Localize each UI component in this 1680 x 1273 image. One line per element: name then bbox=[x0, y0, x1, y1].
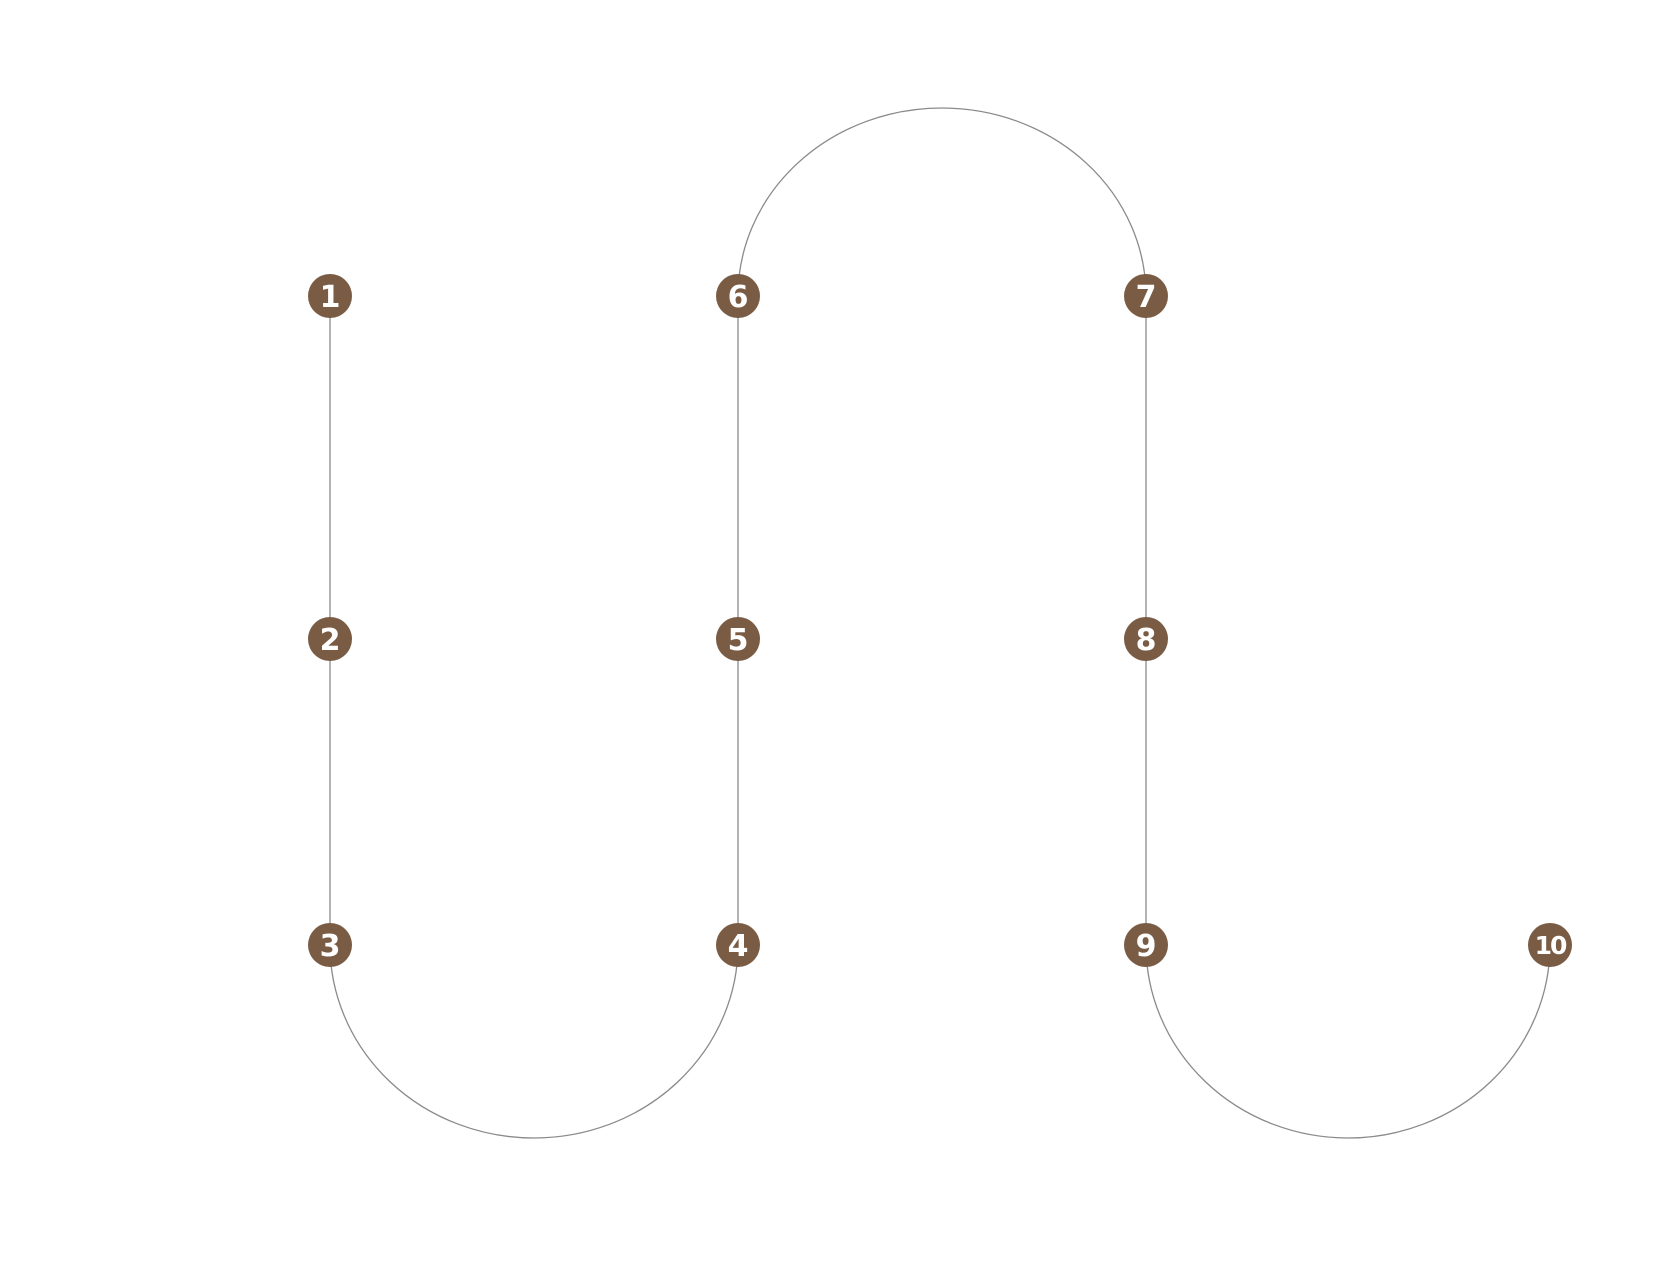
node-circle bbox=[1124, 274, 1168, 318]
node-label: 9 bbox=[1136, 929, 1157, 964]
node-label: 2 bbox=[320, 623, 341, 658]
node-label: 4 bbox=[728, 929, 749, 964]
node-label: 8 bbox=[1136, 623, 1157, 658]
node-label: 3 bbox=[320, 929, 341, 964]
node-3: 3 bbox=[308, 923, 352, 967]
node-label: 7 bbox=[1136, 280, 1157, 315]
node-label: 6 bbox=[728, 280, 749, 315]
node-5: 5 bbox=[716, 617, 760, 661]
node-circle bbox=[308, 617, 352, 661]
node-circle bbox=[716, 923, 760, 967]
connecting-path bbox=[329, 107, 1551, 1139]
node-label: 5 bbox=[728, 623, 749, 658]
node-6: 6 bbox=[716, 274, 760, 318]
node-2: 2 bbox=[308, 617, 352, 661]
node-circle bbox=[1124, 923, 1168, 967]
node-circle bbox=[1124, 617, 1168, 661]
node-label: 10 bbox=[1535, 931, 1567, 960]
node-4: 4 bbox=[716, 923, 760, 967]
node-7: 7 bbox=[1124, 274, 1168, 318]
node-8: 8 bbox=[1124, 617, 1168, 661]
node-10: 10 bbox=[1528, 923, 1572, 967]
node-circle bbox=[716, 617, 760, 661]
node-circle bbox=[308, 274, 352, 318]
node-1: 1 bbox=[308, 274, 352, 318]
node-circle bbox=[1528, 923, 1572, 967]
node-label: 1 bbox=[320, 280, 341, 315]
node-circle bbox=[716, 274, 760, 318]
node-9: 9 bbox=[1124, 923, 1168, 967]
node-circle bbox=[308, 923, 352, 967]
